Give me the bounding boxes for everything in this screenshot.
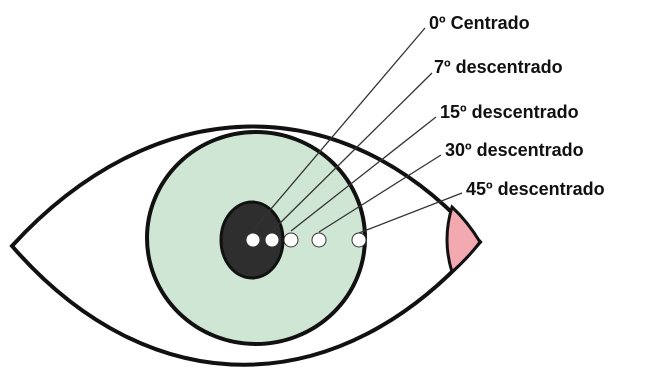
label-0deg: 0º Centrado (429, 13, 530, 33)
marker-30deg (312, 233, 326, 247)
label-30deg: 30º descentrado (445, 140, 584, 160)
marker-15deg (284, 233, 298, 247)
label-7deg: 7º descentrado (434, 57, 563, 77)
caruncle (447, 207, 480, 272)
label-15deg: 15º descentrado (440, 102, 579, 122)
marker-7deg (265, 233, 279, 247)
marker-45deg (352, 233, 366, 247)
marker-0deg (246, 233, 260, 247)
label-45deg: 45º descentrado (466, 179, 605, 199)
